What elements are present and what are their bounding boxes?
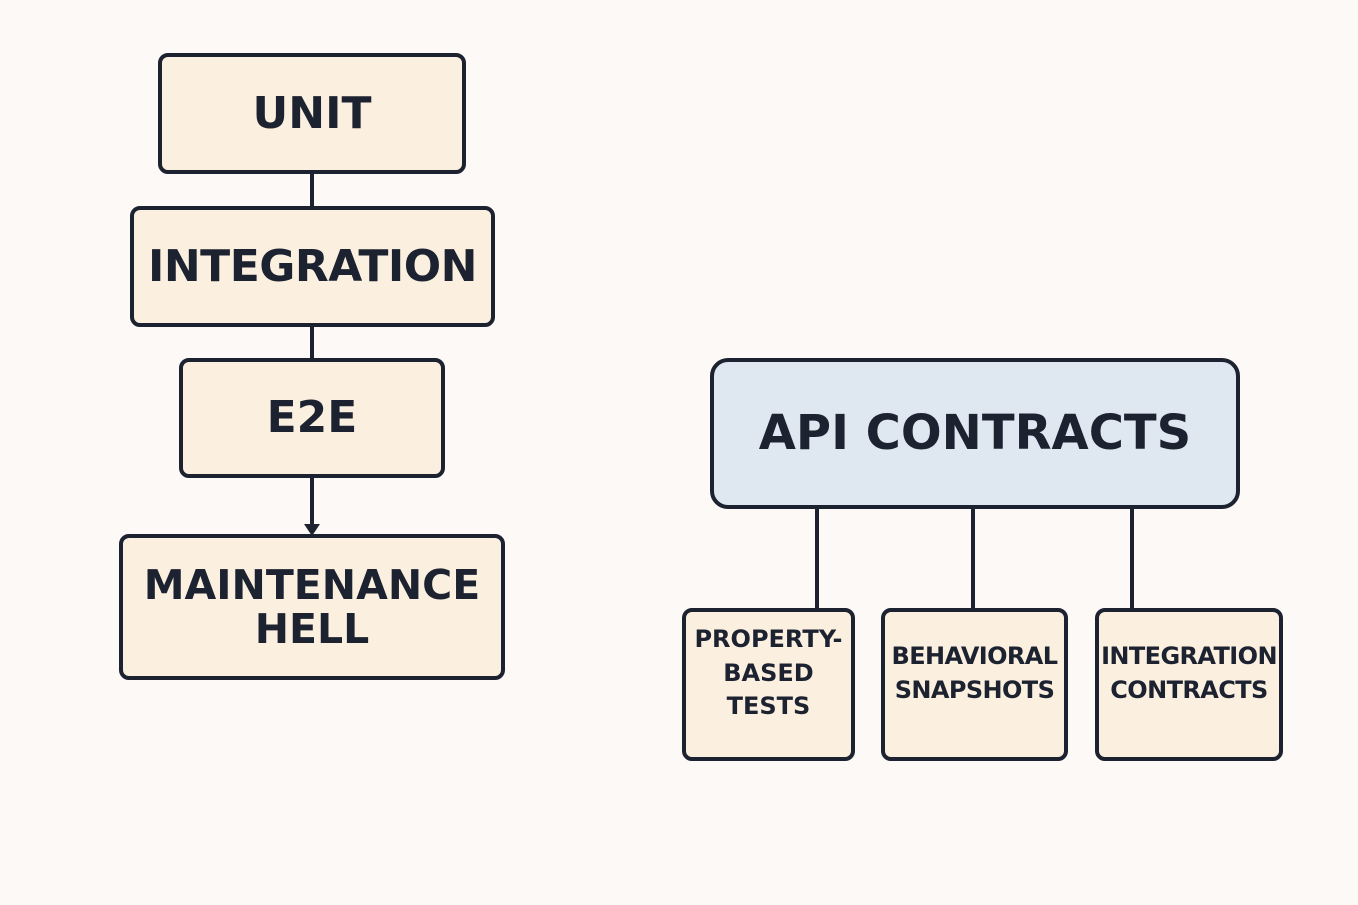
maintenance-label-line2: HELL [254,605,370,653]
property-label-line1: PROPERTY- [694,625,843,654]
integration-contracts-box: INTEGRATION CONTRACTS [1095,608,1283,761]
e2e-box: E2E [179,358,445,478]
behavioral-label-line2: SNAPSHOTS [894,675,1055,704]
property-label-line3: TESTS [726,692,811,721]
api-contracts-box: API CONTRACTS [710,358,1240,509]
integration-box: INTEGRATION [130,206,495,327]
down-arrow-icon [304,524,320,536]
e2e-label: E2E [266,392,358,444]
unit-box: UNIT [158,53,466,174]
property-based-tests-box: PROPERTY- BASED TESTS [682,608,855,761]
contracts-label-line2: CONTRACTS [1110,675,1268,704]
api-contracts-label: API CONTRACTS [758,404,1192,461]
property-label-line2: BASED [723,658,814,687]
contracts-label-line1: INTEGRATION [1101,641,1277,670]
maintenance-hell-box: MAINTENANCE HELL [119,534,505,680]
integration-label: INTEGRATION [147,240,478,292]
behavioral-snapshots-box: BEHAVIORAL SNAPSHOTS [881,608,1068,761]
maintenance-label-line1: MAINTENANCE [143,560,481,609]
behavioral-label-line1: BEHAVIORAL [891,641,1059,670]
unit-label: UNIT [252,87,372,139]
